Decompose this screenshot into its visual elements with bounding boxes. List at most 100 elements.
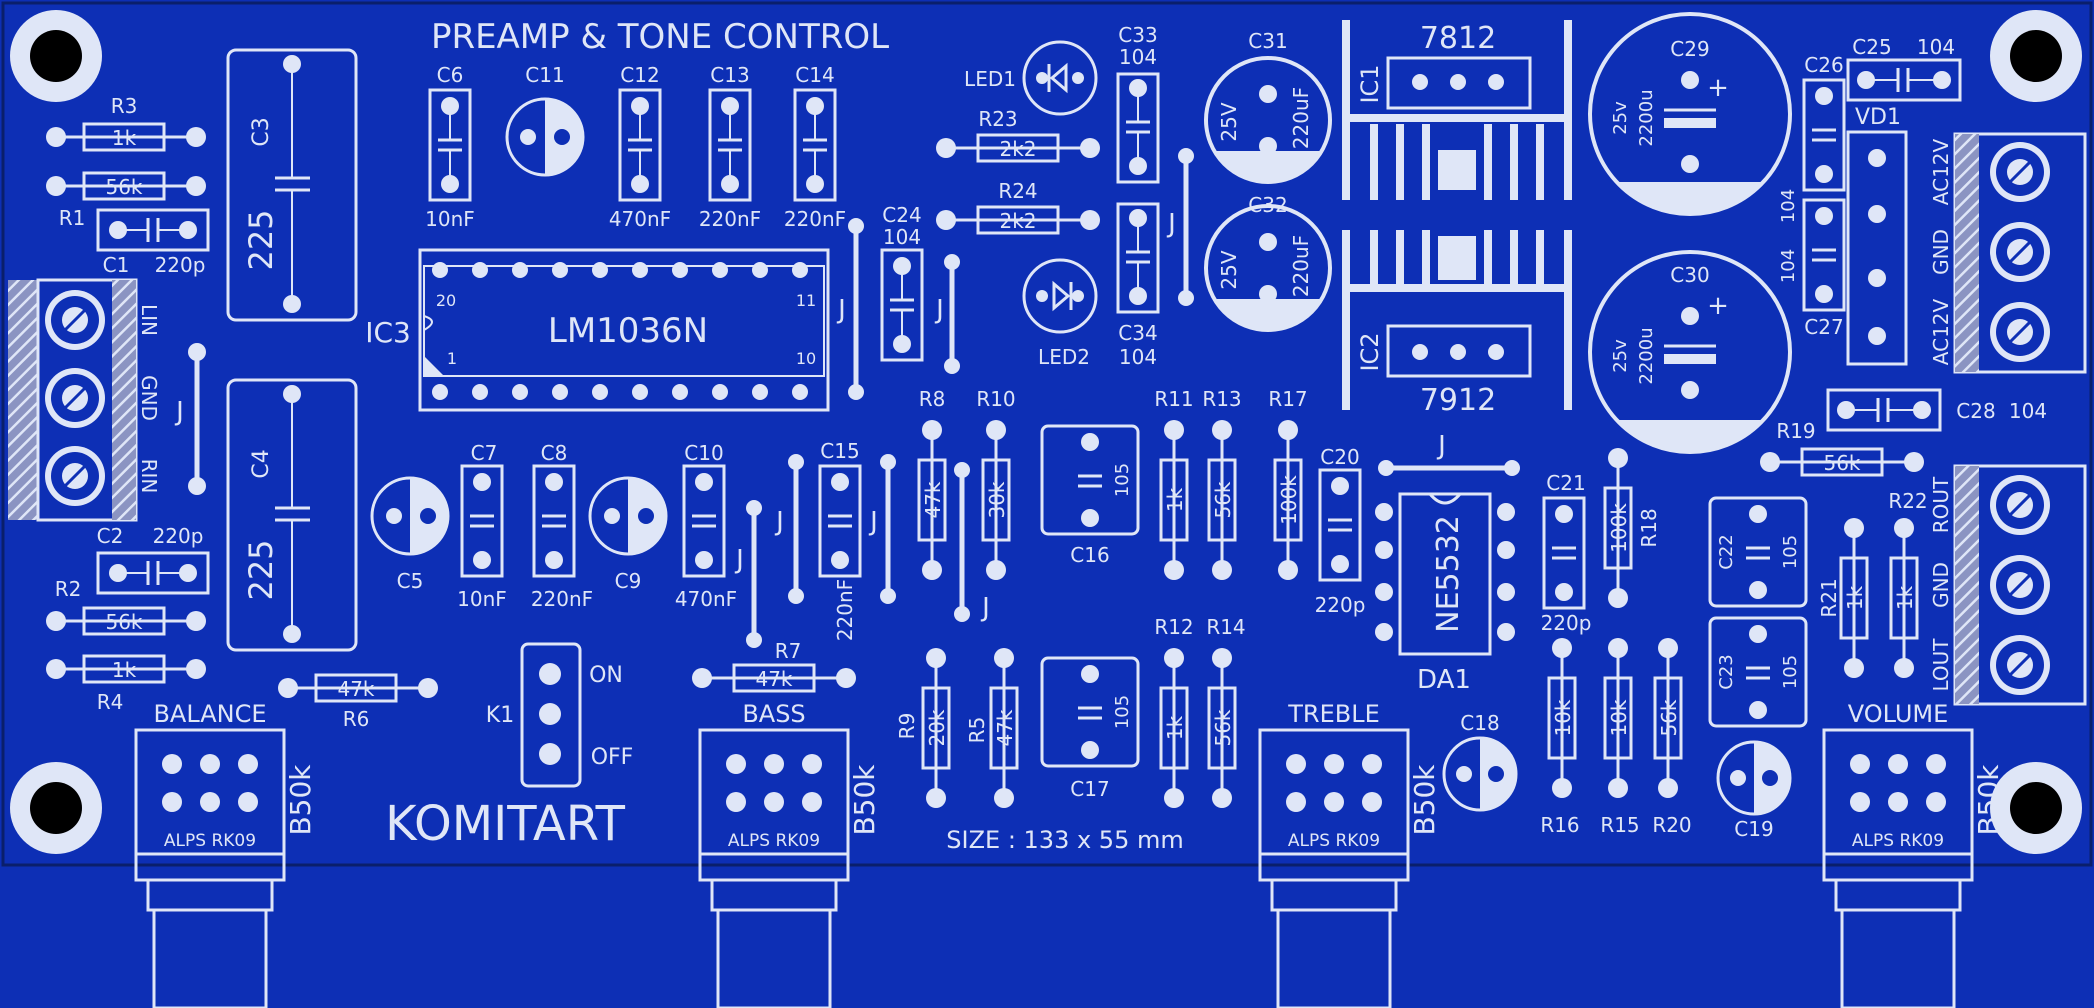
svg-text:25v: 25v xyxy=(1610,339,1631,373)
svg-text:220nF: 220nF xyxy=(833,579,857,641)
svg-text:470nF: 470nF xyxy=(609,207,671,231)
svg-text:220uF: 220uF xyxy=(1289,87,1313,149)
svg-text:R8: R8 xyxy=(919,387,946,411)
svg-text:C8: C8 xyxy=(541,441,568,465)
capacitor: 105 C17 xyxy=(1040,656,1140,801)
capacitor: C34 104 xyxy=(1116,202,1160,369)
svg-text:7812: 7812 xyxy=(1420,21,1496,56)
ic-pin xyxy=(632,262,648,278)
electrolytic-capacitor: 25V 220uF C32 xyxy=(1204,193,1332,332)
ic-pin-row xyxy=(432,262,808,400)
svg-text:104: 104 xyxy=(1778,249,1799,283)
resistor: 10k R15 xyxy=(1600,638,1640,837)
resistor: 1k R12 xyxy=(1154,615,1194,808)
svg-text:C3: C3 xyxy=(249,117,274,146)
power-gnd-label: GND xyxy=(1929,229,1953,275)
ic-pin xyxy=(592,262,608,278)
svg-text:56k: 56k xyxy=(1657,699,1681,736)
pot-value-label: B50k xyxy=(1408,764,1441,836)
capacitor: C23 105 xyxy=(1708,616,1808,728)
svg-text:1k: 1k xyxy=(1893,585,1917,610)
svg-text:25V: 25V xyxy=(1217,250,1241,289)
svg-text:IC1: IC1 xyxy=(1356,64,1384,103)
jumper: J xyxy=(868,454,896,604)
ic3-lm1036n: LM1036N 20 11 1 10 IC3 xyxy=(365,248,830,412)
svg-text:C9: C9 xyxy=(615,569,642,593)
pot-value-label: B50k xyxy=(284,764,317,836)
ic-pin xyxy=(472,384,488,400)
jumper: J xyxy=(954,462,990,623)
pot-model-label: ALPS RK09 xyxy=(1852,831,1944,851)
svg-text:C28: C28 xyxy=(1956,399,1995,423)
svg-text:C20: C20 xyxy=(1320,445,1359,469)
resistor: 1k R21 xyxy=(1817,518,1869,678)
capacitor: C15 220nF xyxy=(818,439,862,641)
svg-text:R6: R6 xyxy=(343,707,370,731)
input-lin-label: LIN xyxy=(137,304,161,336)
svg-text:C16: C16 xyxy=(1070,543,1109,567)
ic-pin xyxy=(432,384,448,400)
svg-text:56k: 56k xyxy=(1211,709,1235,746)
svg-text:225: 225 xyxy=(242,209,280,270)
svg-text:1k: 1k xyxy=(1163,715,1187,740)
output-rout-label: ROUT xyxy=(1929,476,1953,533)
svg-text:C6: C6 xyxy=(437,63,464,87)
svg-text:470nF: 470nF xyxy=(675,587,737,611)
svg-text:R3: R3 xyxy=(111,94,138,118)
svg-text:C15: C15 xyxy=(820,439,859,463)
svg-text:+: + xyxy=(1707,291,1729,321)
jumper: J xyxy=(836,218,864,400)
input-gnd-label: GND xyxy=(137,375,161,421)
svg-text:C25: C25 xyxy=(1852,35,1891,59)
pot-value-label: B50k xyxy=(848,764,881,836)
svg-text:C24: C24 xyxy=(882,203,921,227)
ic-pin xyxy=(552,262,568,278)
svg-text:R9: R9 xyxy=(895,713,919,740)
mounting-hole xyxy=(10,10,102,102)
size-note: SIZE : 133 x 55 mm xyxy=(946,826,1183,854)
pot-name-label: TREBLE xyxy=(1287,700,1380,728)
mounting-hole xyxy=(1990,10,2082,102)
svg-text:2200u: 2200u xyxy=(1636,327,1657,384)
svg-text:ON: ON xyxy=(589,663,623,688)
svg-text:C2: C2 xyxy=(97,524,124,548)
capacitor: C22 105 xyxy=(1708,496,1808,608)
capacitor: C25 104 xyxy=(1846,35,1962,102)
ic3-ref-label: IC3 xyxy=(365,316,411,349)
svg-text:J: J xyxy=(934,295,944,325)
resistor: 100k R17 xyxy=(1268,387,1308,580)
svg-text:1k: 1k xyxy=(112,126,137,150)
svg-text:1k: 1k xyxy=(112,658,137,682)
resistor: 30k R10 xyxy=(976,387,1016,580)
ic-pin xyxy=(792,384,808,400)
svg-text:1: 1 xyxy=(447,349,457,368)
svg-text:NE5532: NE5532 xyxy=(1431,515,1466,633)
power-ac-label: AC12V xyxy=(1929,298,1953,365)
svg-text:220nF: 220nF xyxy=(699,207,761,231)
opamp-da1: NE5532 DA1 xyxy=(1375,492,1515,695)
mounting-hole xyxy=(1990,762,2082,854)
heatsink xyxy=(1342,20,1572,200)
svg-text:K1: K1 xyxy=(486,703,514,728)
electrolytic-capacitor: C30 + 25v 2200u xyxy=(1588,250,1792,454)
svg-text:2200u: 2200u xyxy=(1636,89,1657,146)
resistor: 56k R1 xyxy=(46,171,206,230)
ic-pin xyxy=(472,262,488,278)
svg-text:25V: 25V xyxy=(1217,102,1241,141)
svg-text:R17: R17 xyxy=(1268,387,1307,411)
capacitor: C21 220p xyxy=(1541,471,1592,635)
resistor: 47k R8 xyxy=(917,387,947,580)
electrolytic-capacitor: C5 xyxy=(370,476,450,593)
svg-text:C13: C13 xyxy=(710,63,749,87)
svg-text:R18: R18 xyxy=(1637,508,1661,547)
brand-label: KOMITART xyxy=(385,796,625,852)
jumper: J xyxy=(934,254,960,374)
svg-text:C23: C23 xyxy=(1716,654,1737,689)
ic-pin xyxy=(432,262,448,278)
resistor: 56k R20 xyxy=(1652,638,1692,837)
svg-text:1k: 1k xyxy=(1163,487,1187,512)
svg-text:R10: R10 xyxy=(976,387,1015,411)
svg-text:10k: 10k xyxy=(1551,699,1575,736)
